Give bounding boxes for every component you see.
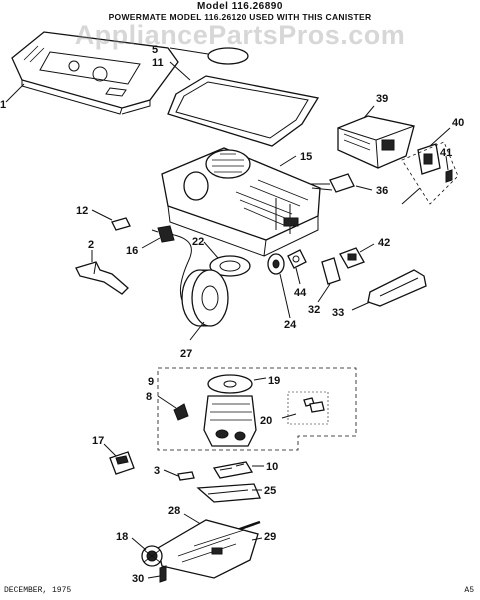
leader-22 (203, 241, 219, 259)
leader-40 (429, 127, 451, 147)
leader-3 (163, 469, 179, 477)
callout-16: 16 (126, 245, 138, 257)
callout-44: 44 (294, 287, 307, 299)
part-2-bracket (75, 261, 129, 295)
callout-32: 32 (308, 304, 320, 316)
leader-18 (131, 537, 147, 551)
part-15-canister-body (161, 147, 321, 257)
callout-1: 1 (0, 99, 6, 111)
part-10-bracket (212, 461, 254, 479)
callout-3: 3 (154, 465, 160, 477)
watermark: AppliancePartsPros.com (74, 20, 406, 50)
callout-20: 20 (260, 415, 272, 427)
part-11-gasket (167, 75, 320, 147)
part-39-bag-holder (337, 115, 415, 169)
leader-29 (251, 537, 263, 541)
leader-12 (91, 209, 113, 221)
callout-15: 15 (300, 151, 312, 163)
callout-11: 11 (152, 57, 164, 69)
latch-group-outline (401, 141, 459, 205)
callout-40: 40 (452, 117, 464, 129)
callout-24: 24 (284, 319, 297, 331)
part-36-switch (310, 173, 355, 193)
callout-27: 27 (180, 348, 192, 360)
callout-19: 19 (268, 375, 280, 387)
leader-42 (359, 243, 375, 253)
callout-29: 29 (264, 531, 276, 543)
callout-39: 39 (376, 93, 388, 105)
leader-41 (445, 155, 449, 171)
leader-44 (295, 267, 301, 285)
leader-36 (355, 185, 373, 191)
part-17-clip (109, 451, 135, 475)
callout-28: 28 (168, 505, 180, 517)
leader-1 (5, 83, 25, 103)
part-12-block (111, 217, 131, 231)
part-44-fitting (287, 249, 307, 269)
callout-17: 17 (92, 435, 104, 447)
leader-33 (351, 301, 371, 311)
callout-5: 5 (152, 44, 158, 56)
callout-22: 22 (192, 236, 204, 248)
part-27-motor-housing (181, 269, 229, 327)
callout-33: 33 (332, 307, 344, 319)
callout-10: 10 (266, 461, 278, 473)
callout-36: 36 (376, 185, 388, 197)
callout-42: 42 (378, 237, 390, 249)
part-32-clip (321, 257, 341, 285)
leader-19 (253, 377, 267, 381)
part-30-screw (159, 565, 167, 583)
leader-20 (281, 413, 297, 419)
part-42-receptacle (339, 247, 365, 269)
leader-11 (169, 61, 191, 81)
part-33-handle (367, 269, 427, 307)
diagram-subtitle: POWERMATE MODEL 116.26120 USED WITH THIS… (108, 12, 372, 22)
part-41-screw (445, 169, 453, 183)
part-19-motor-fan (207, 374, 253, 394)
leader-5 (169, 47, 209, 55)
part-18-wheel (141, 545, 163, 567)
part-29-base-plate (157, 519, 259, 579)
leader-latch-group (401, 187, 421, 205)
part-40-latch (417, 143, 441, 175)
leader-16 (141, 237, 161, 249)
callout-18: 18 (116, 531, 128, 543)
leader-24 (279, 273, 291, 319)
leader-30 (147, 575, 161, 579)
leader-8 (157, 395, 177, 409)
leader-15 (279, 155, 297, 167)
part-25-blade (196, 483, 261, 503)
part-5-filter-disc (207, 47, 249, 65)
callout-41: 41 (440, 147, 452, 159)
callout-30: 30 (132, 573, 144, 585)
callout-2: 2 (88, 239, 94, 251)
part-22-ring (209, 255, 251, 277)
leader-39 (363, 105, 375, 119)
footer-page-code: A5 (464, 586, 474, 595)
part-24-fitting (267, 253, 285, 275)
part-1-canister-lid (11, 31, 179, 115)
leader-27 (189, 321, 205, 341)
motor-body (203, 395, 257, 447)
part-20-brushes (287, 391, 329, 425)
callout-12: 12 (76, 205, 88, 217)
callout-25: 25 (264, 485, 276, 497)
callout-8: 8 (146, 391, 152, 403)
motor-group-outline (157, 367, 357, 451)
diagram-title: Model 116.26890 (197, 1, 283, 12)
part-3-plate (177, 471, 195, 481)
part-8-screw (173, 403, 189, 421)
leader-32 (317, 283, 331, 303)
leader-17 (103, 443, 117, 457)
callout-9: 9 (148, 376, 154, 388)
footer-date: DECEMBER, 1975 (4, 586, 72, 595)
